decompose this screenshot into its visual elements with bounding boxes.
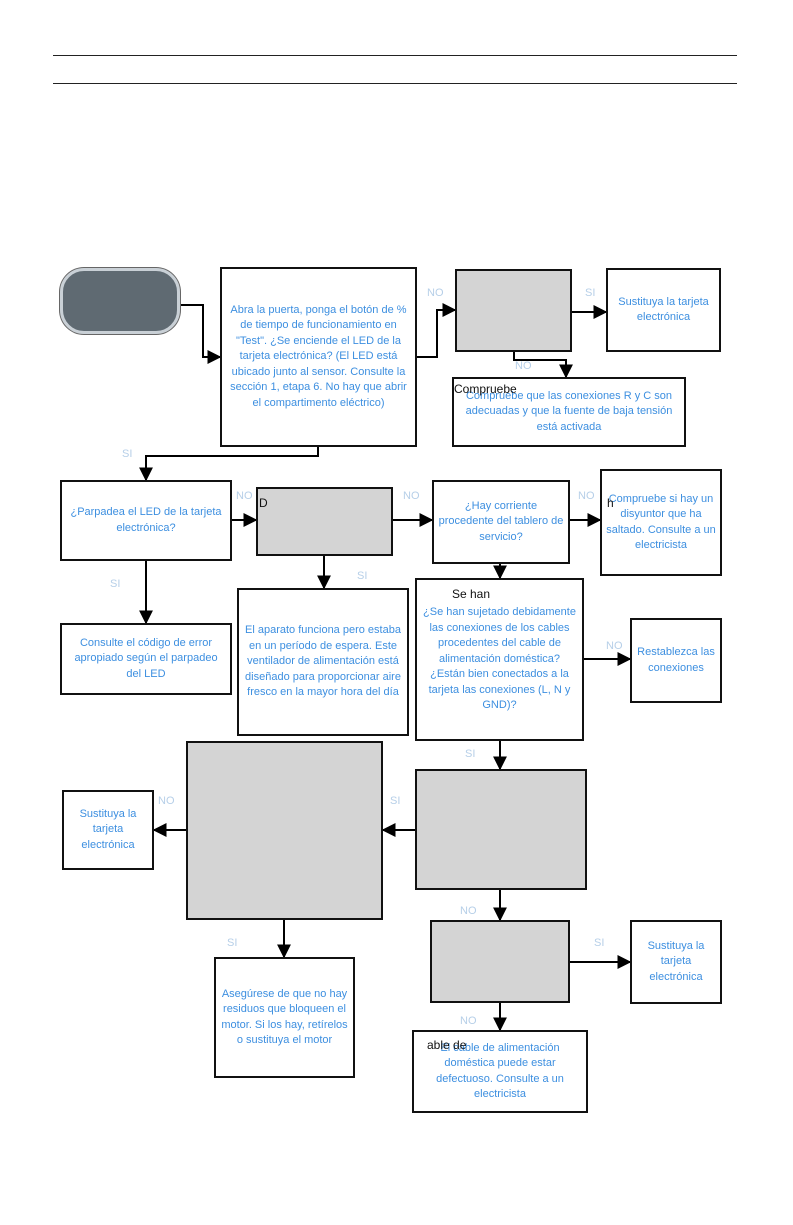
label-no-reconnect: NO — [606, 640, 623, 652]
start-terminal — [60, 268, 180, 334]
label-no-panel: NO — [578, 490, 595, 502]
fragment-d: D — [259, 496, 268, 510]
label-no-cable: NO — [460, 1015, 477, 1027]
wire-start-to-q1 — [180, 304, 222, 364]
label-yes-replace-3: SI — [594, 937, 605, 949]
process-box-big — [186, 741, 383, 920]
question-panel-current: ¿Hay corriente procedente del tablero de… — [432, 480, 570, 564]
answer-error-code: Consulte el código de error apropiado se… — [60, 623, 232, 695]
question-door-test: Abra la puerta, ponga el botón de % de t… — [220, 267, 417, 447]
answer-power-cable-text: El cable de alimentación doméstica puede… — [436, 1041, 564, 1101]
wire-q1-to-led — [139, 447, 319, 482]
answer-replace-board-1-text: Sustituya la tarjeta electrónica — [618, 295, 709, 324]
label-no-grey-small: NO — [460, 905, 477, 917]
label-no-check: NO — [515, 360, 532, 372]
top-rule — [53, 55, 737, 56]
answer-reconnect: Restablezca las conexiones — [630, 618, 722, 703]
fragment-hay: h — [607, 496, 614, 510]
label-yes-replace-1: SI — [585, 287, 596, 299]
wire-box-top-to-check — [513, 352, 573, 379]
label-yes-motor: SI — [227, 937, 238, 949]
label-no-door: NO — [427, 287, 444, 299]
question-led-blink-text: ¿Parpadea el LED de la tarjeta electróni… — [70, 506, 222, 534]
answer-replace-board-2-text: Sustituya la tarjeta electrónica — [79, 807, 137, 851]
answer-replace-board-2: Sustituya la tarjeta electrónica — [62, 790, 154, 870]
question-panel-current-text: ¿Hay corriente procedente del tablero de… — [438, 499, 564, 543]
fragment-cable-de: able de — [427, 1038, 467, 1052]
answer-replace-board-3-text: Sustituya la tarjeta electrónica — [647, 939, 705, 983]
label-yes-error: SI — [110, 578, 121, 590]
label-yes-connected: SI — [465, 748, 476, 760]
answer-check-connections: Compruebe que las conexiones R y C son a… — [452, 377, 686, 447]
fragment-se-han: Se han — [452, 587, 491, 601]
answer-appliance-ok-text: El aparato funciona pero estaba en un pe… — [245, 624, 401, 699]
answer-replace-board-1: Sustituya la tarjeta electrónica — [606, 268, 721, 352]
wire-q1-to-box-top — [417, 303, 457, 358]
question-door-test-text: Abra la puerta, ponga el botón de % de t… — [230, 303, 407, 409]
label-yes-grey-big: SI — [390, 795, 401, 807]
answer-motor-check: Asegúrese de que no hay residuos que blo… — [214, 957, 355, 1078]
fragment-compruebe: Compruebe — [454, 382, 517, 396]
answer-breaker: Compruebe si hay un disyuntor que ha sal… — [600, 469, 722, 576]
answer-motor-check-text: Asegúrese de que no hay residuos que blo… — [221, 987, 348, 1047]
question-led-blink: ¿Parpadea el LED de la tarjeta electróni… — [60, 480, 232, 561]
answer-appliance-ok: El aparato funciona pero estaba en un pe… — [237, 588, 409, 736]
label-no-replace-2: NO — [158, 795, 175, 807]
question-connections-secured-text: ¿Se han sujetado debidamente las conexio… — [423, 606, 576, 712]
label-no-led: NO — [236, 490, 253, 502]
process-box-top — [455, 269, 572, 352]
label-yes-ok: SI — [357, 570, 368, 582]
label-yes-led: SI — [122, 448, 133, 460]
process-box-right — [415, 769, 587, 890]
answer-check-connections-text: Compruebe que las conexiones R y C son a… — [465, 389, 673, 433]
process-box-small — [430, 920, 570, 1003]
answer-power-cable: El cable de alimentación doméstica puede… — [412, 1030, 588, 1113]
process-box-d — [256, 487, 393, 556]
answer-replace-board-3: Sustituya la tarjeta electrónica — [630, 920, 722, 1004]
answer-error-code-text: Consulte el código de error apropiado se… — [74, 636, 218, 680]
answer-breaker-text: Compruebe si hay un disyuntor que ha sal… — [606, 492, 716, 552]
question-connections-secured: ¿Se han sujetado debidamente las conexio… — [415, 578, 584, 741]
label-no-d: NO — [403, 490, 420, 502]
answer-reconnect-text: Restablezca las conexiones — [637, 646, 715, 674]
second-rule — [53, 83, 737, 84]
